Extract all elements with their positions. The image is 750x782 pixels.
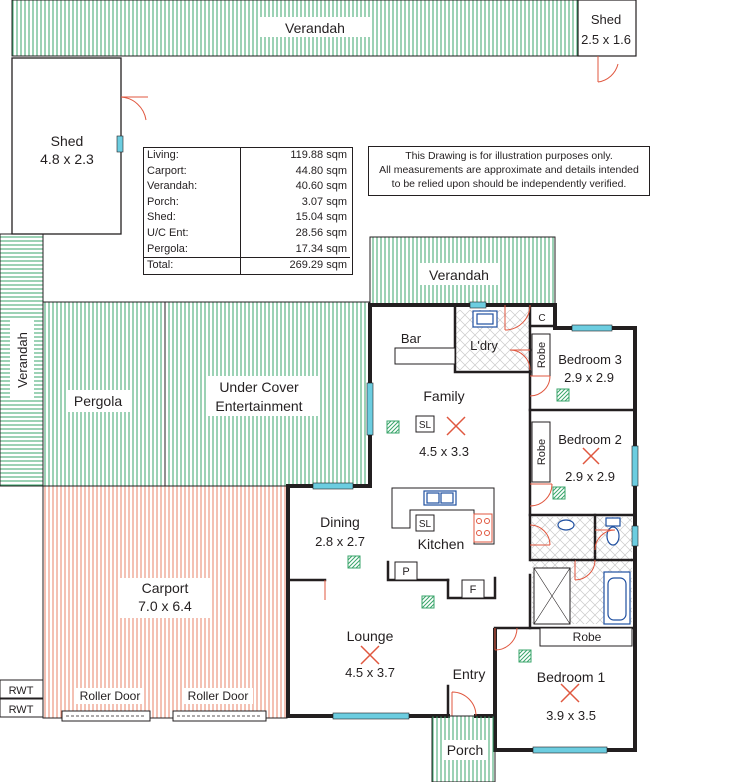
area-label: U/C Ent: xyxy=(144,225,242,242)
area-value: 3.07 sqm xyxy=(301,195,347,208)
rwt-tank-2 xyxy=(0,698,44,718)
dining-dim: 2.8 x 2.7 xyxy=(315,534,365,549)
verandah-right-label: Verandah xyxy=(429,267,489,283)
bar-counter xyxy=(394,347,456,365)
bedroom-1-dim: 3.9 x 3.5 xyxy=(546,708,596,723)
verandah-top-label: Verandah xyxy=(285,20,345,36)
family-dim: 4.5 x 3.3 xyxy=(419,444,469,459)
carport-dim: 7.0 x 6.4 xyxy=(138,598,192,614)
rwt-1-label: RWT xyxy=(9,685,34,697)
area-label: Carport: xyxy=(144,163,242,180)
bathtub-icon xyxy=(603,571,631,625)
bedroom-3-name: Bedroom 3 xyxy=(558,352,622,367)
laundry-label: L'dry xyxy=(470,338,498,353)
shed-small-dim: 2.5 x 1.6 xyxy=(581,32,631,47)
cooktop-icon xyxy=(473,513,493,543)
shed-large-door xyxy=(120,96,148,121)
bar-label: Bar xyxy=(401,331,422,346)
area-row: Porch: 3.07 sqm xyxy=(144,194,350,211)
shed-small-name: Shed xyxy=(591,12,621,27)
area-label: Porch: xyxy=(144,194,242,211)
entry-label: Entry xyxy=(453,666,486,682)
area-total-value: 269.29 sqm xyxy=(240,257,350,274)
cupboard-label: C xyxy=(538,313,545,324)
shed-large xyxy=(11,57,122,235)
shed-small-door xyxy=(597,56,619,83)
area-summary-box xyxy=(143,147,353,275)
area-label: Shed: xyxy=(144,210,242,226)
pantry-label: P xyxy=(402,566,409,578)
dining-name: Dining xyxy=(320,514,360,530)
carport-name: Carport xyxy=(142,580,189,596)
family-name: Family xyxy=(423,388,464,404)
rwt-2-label: RWT xyxy=(9,704,34,716)
area-row: Pergola: 17.34 sqm xyxy=(144,241,350,258)
area-value: 44.80 sqm xyxy=(295,164,347,177)
fridge-label: F xyxy=(470,584,477,596)
area-total-row: Total: 269.29 sqm xyxy=(144,257,350,274)
bedroom-2-dim: 2.9 x 2.9 xyxy=(565,469,615,484)
robe-2 xyxy=(531,421,551,483)
shed-large-name: Shed xyxy=(51,133,84,149)
verandah-right xyxy=(369,236,556,306)
kitchen-sink-icon xyxy=(423,490,457,506)
pergola-label: Pergola xyxy=(74,393,122,409)
verandah-side-label: Verandah xyxy=(15,332,30,388)
area-value: 15.04 sqm xyxy=(295,211,347,224)
sl-kitchen-label: SL xyxy=(419,519,432,530)
area-value: 40.60 sqm xyxy=(295,180,347,193)
robe-1 xyxy=(539,627,633,647)
area-label: Pergola: xyxy=(144,241,242,258)
disclaimer-line-2: All measurements are approximate and det… xyxy=(379,164,639,176)
area-value: 119.88 sqm xyxy=(290,149,347,161)
sl-family-label: SL xyxy=(419,420,432,431)
pantry xyxy=(394,561,418,581)
laundry-tub-icon xyxy=(472,310,498,328)
sl-kitchen-box xyxy=(415,514,435,532)
robe-1-label: Robe xyxy=(573,630,602,644)
vanity-basin-icon xyxy=(557,519,575,531)
porch-label: Porch xyxy=(447,742,484,758)
area-value: 28.56 sqm xyxy=(295,226,347,239)
fridge xyxy=(461,579,485,599)
bedroom-2-name: Bedroom 2 xyxy=(558,432,622,447)
lounge-name: Lounge xyxy=(347,628,394,644)
uce-label-line1: Under Cover xyxy=(219,379,299,395)
area-label: Living: xyxy=(144,148,242,164)
disclaimer-box: This Drawing is for illustration purpose… xyxy=(368,146,650,196)
bedroom-1-name: Bedroom 1 xyxy=(537,669,606,685)
sl-family-box xyxy=(415,415,435,433)
roller-door-2-label: Roller Door xyxy=(188,689,249,703)
area-row: Carport: 44.80 sqm xyxy=(144,163,350,180)
bedroom-3-dim: 2.9 x 2.9 xyxy=(564,370,614,385)
roller-door-1-label: Roller Door xyxy=(80,689,141,703)
toilet-icon xyxy=(605,517,621,546)
lounge-dim: 4.5 x 3.7 xyxy=(345,665,395,680)
disclaimer-line-1: This Drawing is for illustration purpose… xyxy=(405,150,613,162)
shed-small xyxy=(577,0,637,57)
area-row: Living: 119.88 sqm xyxy=(144,148,350,164)
robe-2-label: Robe xyxy=(536,439,548,465)
area-label: Verandah: xyxy=(144,179,242,195)
robe-3-label: Robe xyxy=(536,342,548,368)
uce-label-line2: Entertainment xyxy=(215,398,302,414)
area-total-label: Total: xyxy=(144,257,242,274)
area-row: Shed: 15.04 sqm xyxy=(144,210,350,226)
disclaimer-line-3: to be relied upon should be independentl… xyxy=(391,178,627,190)
shed-large-dim: 4.8 x 2.3 xyxy=(40,151,94,167)
rwt-tank-1 xyxy=(0,679,44,699)
area-value: 17.34 sqm xyxy=(295,242,347,255)
area-row: U/C Ent: 28.56 sqm xyxy=(144,225,350,242)
kitchen-label: Kitchen xyxy=(418,536,465,552)
kitchen-bench xyxy=(391,487,495,545)
area-row: Verandah: 40.60 sqm xyxy=(144,179,350,195)
